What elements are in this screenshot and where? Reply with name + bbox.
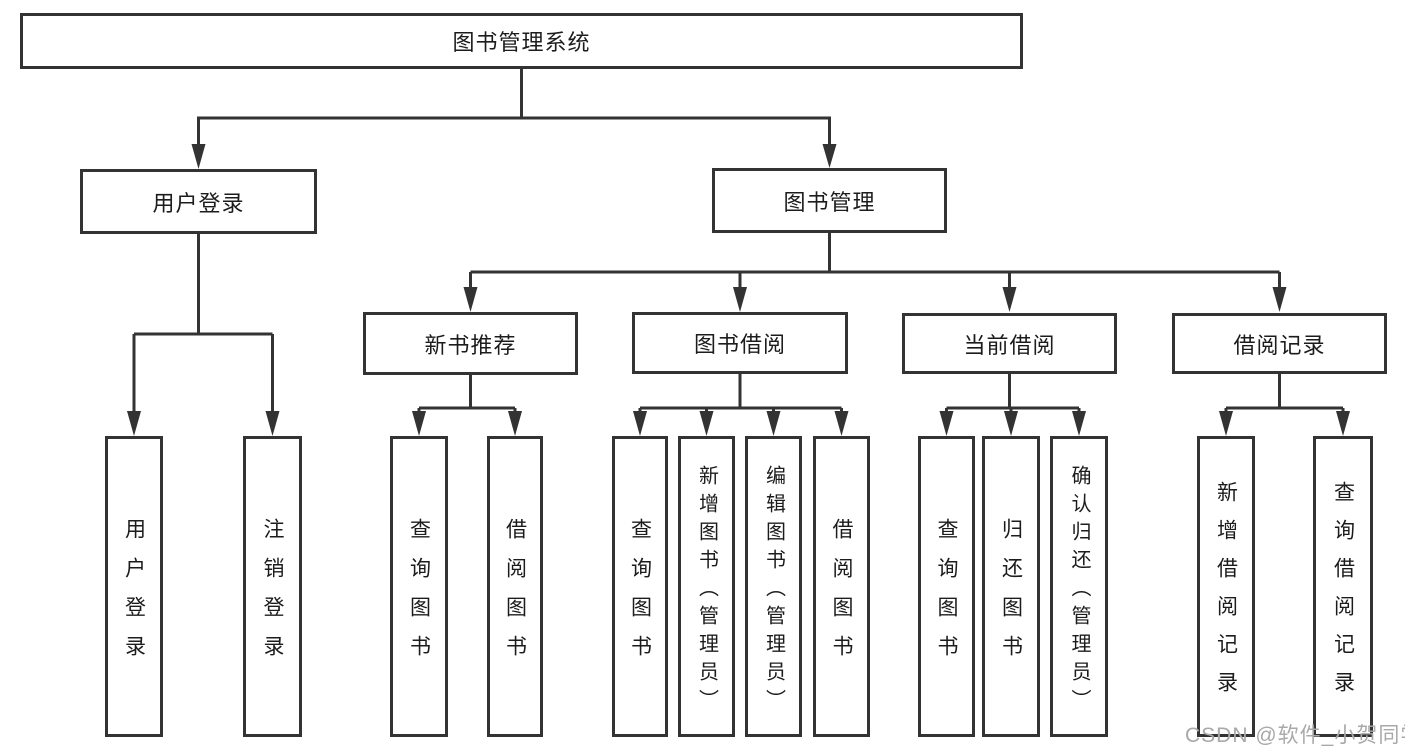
watermark: CSDN @软件_小贺同学 xyxy=(1185,724,1405,747)
leaf-return-book-label: 归还图书 xyxy=(999,517,1023,674)
leaf-confirm-return-admin-label: 确认归还（管理员） xyxy=(1068,464,1090,717)
leaf-borrow-books-borrow-label: 借阅图书 xyxy=(830,517,853,674)
leaf-user-login: 用户登录 xyxy=(105,436,163,737)
node-book-borrow-label: 图书借阅 xyxy=(693,332,786,357)
leaf-query-borrow-record: 查询借阅记录 xyxy=(1313,436,1373,737)
node-current-borrow-label: 当前借阅 xyxy=(963,332,1056,358)
leaf-query-books-current-label: 查询图书 xyxy=(935,517,958,674)
leaf-query-books-recommend-label: 查询图书 xyxy=(407,517,431,674)
leaf-logout-label: 注销登录 xyxy=(261,517,284,674)
leaf-logout: 注销登录 xyxy=(243,436,302,737)
node-current-borrow: 当前借阅 xyxy=(902,313,1117,374)
leaf-add-borrow-record-label: 新增借阅记录 xyxy=(1214,481,1238,709)
leaf-borrow-books-recommend: 借阅图书 xyxy=(487,436,543,737)
node-borrow-records-label: 借阅记录 xyxy=(1233,332,1326,358)
leaf-query-books-current: 查询图书 xyxy=(918,436,975,737)
leaf-add-book-admin: 新增图书（管理员） xyxy=(678,436,735,737)
node-borrow-records: 借阅记录 xyxy=(1172,313,1387,374)
leaf-borrow-books-recommend-label: 借阅图书 xyxy=(503,517,527,674)
leaf-query-books-recommend: 查询图书 xyxy=(390,436,448,737)
leaf-query-books-borrow: 查询图书 xyxy=(612,436,668,737)
node-new-book-recommend-label: 新书推荐 xyxy=(424,332,517,358)
node-book-management: 图书管理 xyxy=(712,168,947,233)
node-book-management-label: 图书管理 xyxy=(783,189,876,215)
leaf-edit-book-admin-label: 编辑图书（管理员） xyxy=(762,464,785,717)
leaf-confirm-return-admin: 确认归还（管理员） xyxy=(1050,436,1108,737)
leaf-user-login-label: 用户登录 xyxy=(122,517,146,674)
leaf-edit-book-admin: 编辑图书（管理员） xyxy=(745,436,802,737)
node-user-login-branch: 用户登录 xyxy=(80,169,317,234)
node-library-system-label: 图书管理系统 xyxy=(452,30,591,55)
node-book-borrow: 图书借阅 xyxy=(632,312,848,374)
leaf-add-borrow-record: 新增借阅记录 xyxy=(1197,436,1255,737)
node-user-login-branch-label: 用户登录 xyxy=(152,190,245,216)
leaf-return-book: 归还图书 xyxy=(982,436,1040,737)
node-new-book-recommend: 新书推荐 xyxy=(363,312,578,375)
node-library-system: 图书管理系统 xyxy=(20,13,1023,69)
leaf-add-book-admin-label: 新增图书（管理员） xyxy=(695,464,718,717)
leaf-query-borrow-record-label: 查询借阅记录 xyxy=(1331,481,1355,709)
leaf-query-books-borrow-label: 查询图书 xyxy=(628,517,652,674)
leaf-borrow-books-borrow: 借阅图书 xyxy=(813,436,870,737)
